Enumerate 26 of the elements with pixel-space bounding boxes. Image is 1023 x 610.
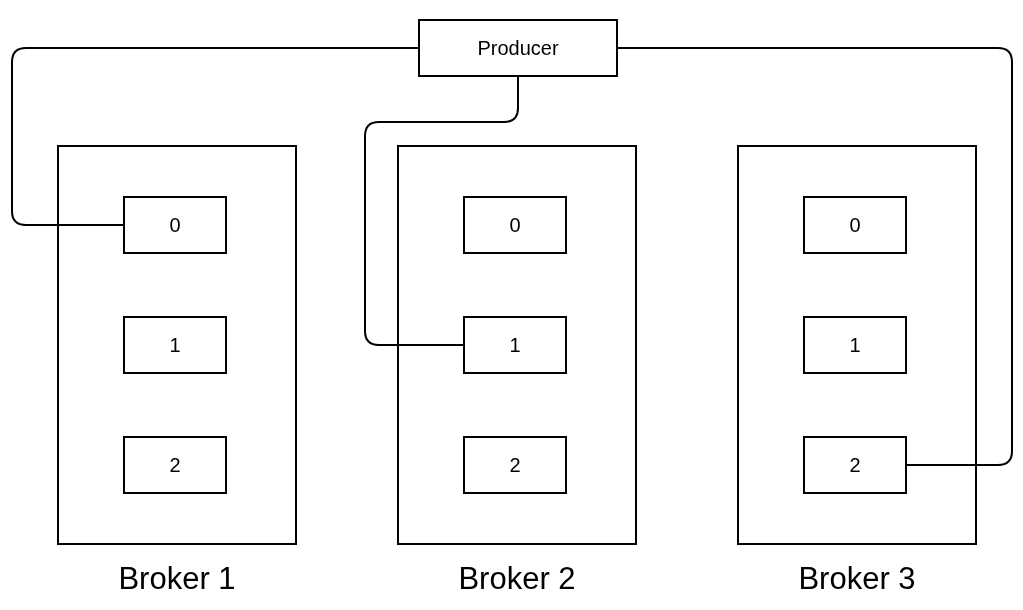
partition-number: 1 — [169, 333, 181, 358]
partition-number: 1 — [509, 333, 521, 358]
partition-box — [803, 196, 907, 254]
partition-box — [803, 436, 907, 494]
partition-number: 2 — [169, 453, 181, 478]
partition-number: 1 — [849, 333, 861, 358]
partition-box — [123, 436, 227, 494]
connector-line — [617, 47, 1013, 466]
partition-box — [463, 316, 567, 374]
broker-label: Broker 3 — [798, 563, 916, 594]
producer-box — [418, 19, 618, 77]
partition-number: 0 — [169, 213, 181, 238]
partition-number: 0 — [849, 213, 861, 238]
connector-line — [364, 76, 519, 346]
partition-box — [803, 316, 907, 374]
partition-number: 2 — [849, 453, 861, 478]
broker-label: Broker 1 — [118, 563, 236, 594]
partition-box — [463, 196, 567, 254]
connector-line — [11, 47, 419, 226]
partition-box — [463, 436, 567, 494]
partition-box — [123, 196, 227, 254]
partition-box — [123, 316, 227, 374]
broker-label: Broker 2 — [458, 563, 576, 594]
partition-number: 2 — [509, 453, 521, 478]
partition-number: 0 — [509, 213, 521, 238]
producer-label: Producer — [477, 36, 559, 61]
